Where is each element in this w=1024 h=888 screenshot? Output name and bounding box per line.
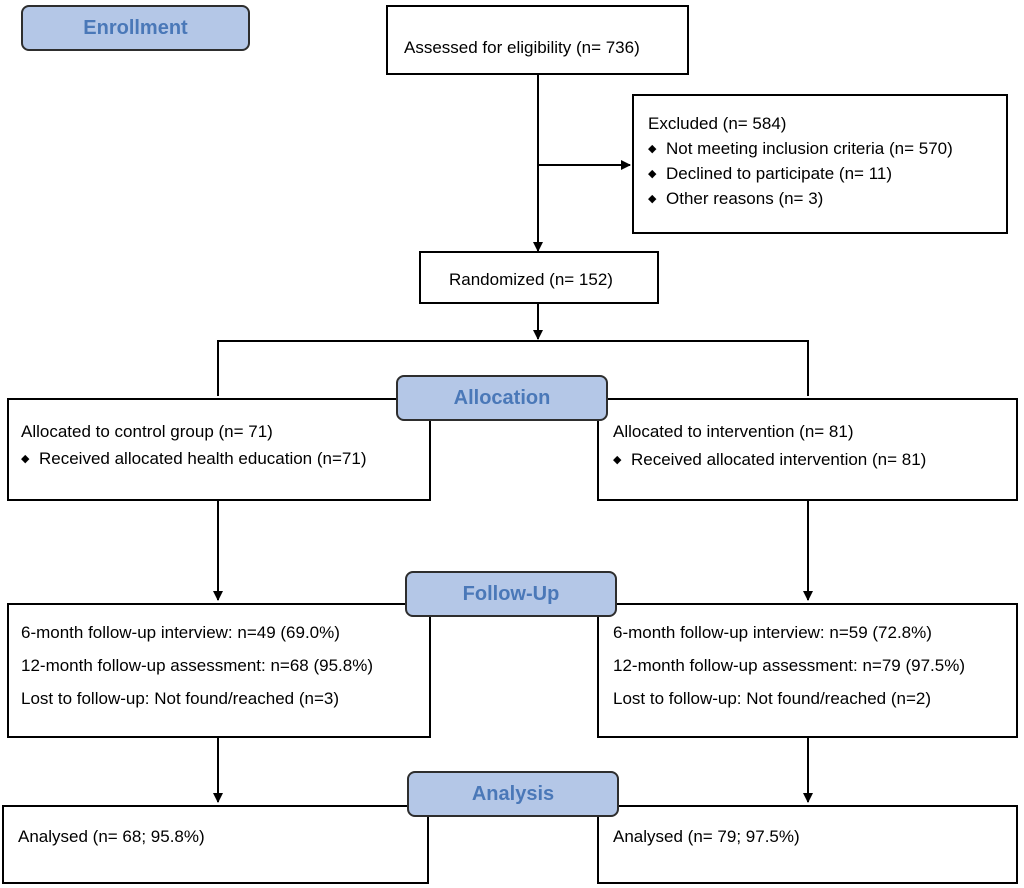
randomized-text: Randomized (n= 152): [449, 270, 613, 289]
control-followup-line: Lost to follow-up: Not found/reached (n=…: [21, 689, 339, 708]
stage-label-analysis: Analysis: [407, 771, 619, 817]
control-followup-line: 12-month follow-up assessment: n=68 (95.…: [21, 656, 373, 675]
control-analysed-text: Analysed (n= 68; 95.8%): [18, 827, 205, 846]
intervention-followup-line: 6-month follow-up interview: n=59 (72.8%…: [613, 623, 932, 642]
intervention-analysis-box: Analysed (n= 79; 97.5%): [597, 805, 1018, 884]
bullet-icon: ◆: [648, 193, 657, 205]
bullet-icon: ◆: [21, 453, 30, 465]
control-allocation-box: Allocated to control group (n= 71) ◆Rece…: [7, 398, 431, 501]
intervention-received-item: ◆Received allocated intervention (n= 81): [613, 450, 927, 469]
assessed-box: Assessed for eligibility (n= 736): [386, 5, 689, 75]
bullet-icon: ◆: [648, 168, 657, 180]
control-followup-line: 6-month follow-up interview: n=49 (69.0%…: [21, 623, 340, 642]
control-received-item: ◆Received allocated health education (n=…: [21, 449, 367, 468]
randomized-box: Randomized (n= 152): [419, 251, 659, 304]
excluded-box: Excluded (n= 584) ◆Not meeting inclusion…: [632, 94, 1008, 234]
stage-label-allocation: Allocation: [396, 375, 608, 421]
control-analysis-box: Analysed (n= 68; 95.8%): [2, 805, 429, 884]
stage-label-enrollment: Enrollment: [21, 5, 250, 51]
intervention-allocated-text: Allocated to intervention (n= 81): [613, 422, 854, 441]
intervention-followup-box: 6-month follow-up interview: n=59 (72.8%…: [597, 603, 1018, 738]
control-allocated-text: Allocated to control group (n= 71): [21, 422, 273, 441]
control-followup-box: 6-month follow-up interview: n=49 (69.0%…: [7, 603, 431, 738]
connector-split-bar: [217, 340, 809, 396]
intervention-followup-line: Lost to follow-up: Not found/reached (n=…: [613, 689, 931, 708]
intervention-followup-line: 12-month follow-up assessment: n=79 (97.…: [613, 656, 965, 675]
bullet-icon: ◆: [648, 143, 657, 155]
excluded-item: ◆Not meeting inclusion criteria (n= 570): [648, 139, 953, 158]
excluded-item: ◆Declined to participate (n= 11): [648, 164, 893, 183]
intervention-allocation-box: Allocated to intervention (n= 81) ◆Recei…: [597, 398, 1018, 501]
excluded-item: ◆Other reasons (n= 3): [648, 189, 824, 208]
bullet-icon: ◆: [613, 454, 622, 466]
excluded-title: Excluded (n= 584): [648, 114, 787, 133]
intervention-analysed-text: Analysed (n= 79; 97.5%): [613, 827, 800, 846]
stage-label-followup: Follow-Up: [405, 571, 617, 617]
assessed-text: Assessed for eligibility (n= 736): [404, 38, 640, 57]
